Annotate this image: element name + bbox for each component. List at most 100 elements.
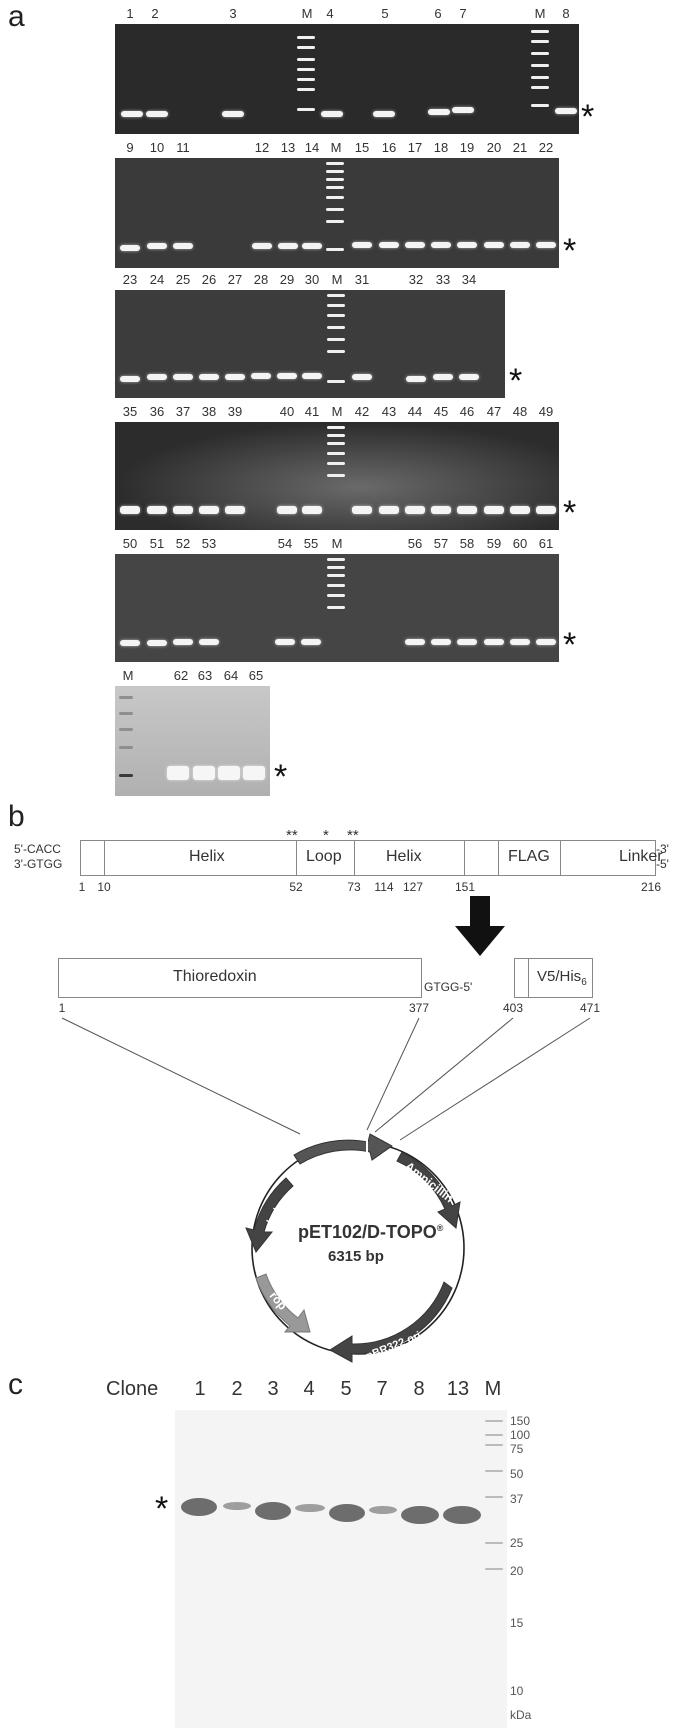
lane-label: 51 <box>149 536 165 551</box>
gel-band <box>405 242 425 248</box>
protein-band <box>295 1504 325 1512</box>
panel-b-label: b <box>8 800 25 833</box>
lane-label: 8 <box>562 6 570 21</box>
plasmid-map: Ampicillin lacI rop pBR322 ori <box>61 1017 591 1363</box>
lane-label: 21 <box>512 140 528 155</box>
gel-band <box>199 374 219 380</box>
gel-band <box>120 640 140 646</box>
marker-75: 75 <box>510 1442 524 1456</box>
gel-band <box>457 639 477 645</box>
clone-number: 5 <box>340 1378 352 1400</box>
lane-label: M <box>331 272 343 287</box>
vector-position: 377 <box>408 1001 430 1015</box>
lane-label: 55 <box>303 536 319 551</box>
gel-band <box>147 243 167 249</box>
gel-band <box>225 506 245 514</box>
lane-label: 49 <box>538 404 554 419</box>
gel-band <box>510 242 530 248</box>
lane-label: M <box>331 536 343 551</box>
lane-label: 59 <box>486 536 502 551</box>
lane-label: 14 <box>304 140 320 155</box>
clone-number: 8 <box>413 1378 425 1400</box>
lane-label: 39 <box>227 404 243 419</box>
lane-label: 4 <box>326 6 334 21</box>
lane-label: 40 <box>279 404 295 419</box>
gel-band <box>406 376 426 382</box>
gel-band <box>510 639 530 645</box>
product-star: * <box>509 362 523 400</box>
lane-label: 25 <box>175 272 191 287</box>
lane-label: 61 <box>538 536 554 551</box>
lane-label: 3 <box>229 6 237 21</box>
gel-band <box>379 506 399 514</box>
lane-label: 24 <box>149 272 165 287</box>
gel-band <box>225 374 245 380</box>
lane-label: 53 <box>201 536 217 551</box>
marker-37: 37 <box>510 1492 524 1506</box>
segment-loop: Loop <box>306 848 342 865</box>
lane-label: 64 <box>223 668 239 683</box>
lane-label: 41 <box>304 404 320 419</box>
lane-label: 60 <box>512 536 528 551</box>
gel-image-3 <box>115 290 505 398</box>
lane-label: 62 <box>173 668 189 683</box>
lane-label: 16 <box>381 140 397 155</box>
lane-label: 2 <box>151 6 159 21</box>
lane-label: 52 <box>175 536 191 551</box>
marker-20: 20 <box>510 1564 524 1578</box>
three-prime-bottom: 3'-GTGG <box>14 857 63 871</box>
gel-band <box>452 107 474 113</box>
gel-band <box>405 506 425 514</box>
lane-label: 7 <box>459 6 467 21</box>
right-top: -3' <box>656 842 669 856</box>
position-label: 1 <box>78 880 86 894</box>
gel-band <box>218 766 240 780</box>
lane-label: 36 <box>149 404 165 419</box>
segment-helix-2: Helix <box>386 848 422 865</box>
product-star: * <box>563 626 577 664</box>
gel-band <box>484 639 504 645</box>
gel-image-6 <box>115 686 270 796</box>
lane-label: 37 <box>175 404 191 419</box>
clone-number: 4 <box>303 1378 315 1400</box>
marker-25: 25 <box>510 1536 524 1550</box>
lane-label: M <box>301 6 313 21</box>
gel-band <box>302 506 322 514</box>
gel-band <box>146 111 168 117</box>
down-arrow-icon <box>455 896 505 956</box>
gel-band <box>173 374 193 380</box>
gel-band <box>147 374 167 380</box>
lane-label: 5 <box>381 6 389 21</box>
gel-band <box>275 639 295 645</box>
marker-150: 150 <box>510 1414 531 1428</box>
helix-asterisks-3: ** <box>347 827 359 844</box>
gel-band <box>252 243 272 249</box>
lane-label: 11 <box>176 140 190 155</box>
lane-label: 9 <box>126 140 134 155</box>
clone-number: 1 <box>194 1378 206 1400</box>
gel-band <box>302 373 322 379</box>
gel-band <box>352 506 372 514</box>
clone-label: Clone <box>106 1378 159 1400</box>
gel-band <box>536 506 556 514</box>
lane-label: 32 <box>408 272 424 287</box>
gel-band <box>352 374 372 380</box>
segment-helix-1: Helix <box>189 848 225 865</box>
kda-unit: kDa <box>510 1708 532 1722</box>
gel-band <box>251 373 271 379</box>
marker-100: 100 <box>510 1428 531 1442</box>
thioredoxin-box: Thioredoxin <box>58 958 422 998</box>
lane-label: 23 <box>122 272 138 287</box>
lane-label: 30 <box>304 272 320 287</box>
gel-band <box>428 109 450 115</box>
gel1-lane-labels: 1 2 3 M 4 5 6 7 M 8 <box>0 6 677 22</box>
segment-linker: Linker <box>619 848 663 865</box>
lane-label: M <box>122 668 134 683</box>
marker-15: 15 <box>510 1616 524 1630</box>
lane-label: 63 <box>197 668 213 683</box>
gel-band <box>147 506 167 514</box>
protein-band <box>223 1502 251 1510</box>
lane-label: 34 <box>461 272 477 287</box>
gel-band <box>457 242 477 248</box>
gel-band <box>173 639 193 645</box>
